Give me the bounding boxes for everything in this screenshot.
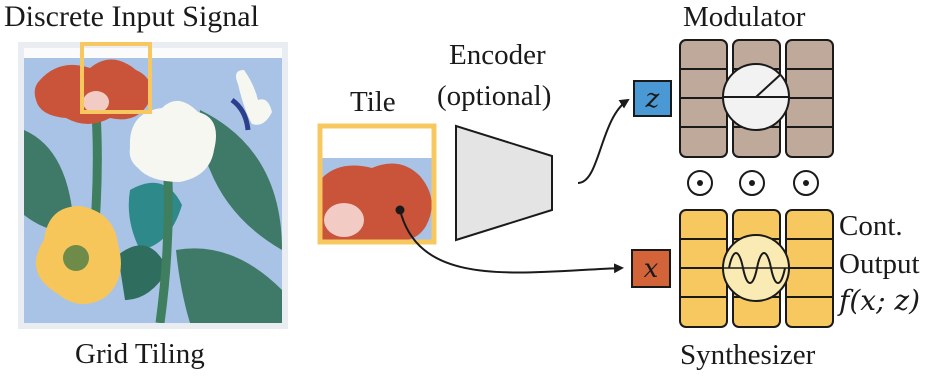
painting-yellow-flower-center [63, 245, 89, 271]
gauge-icon [722, 63, 790, 131]
input-painting [24, 58, 282, 323]
grid-tiling-label: Grid Tiling [75, 338, 205, 370]
coordinate-to-x-arrow [399, 209, 624, 274]
encoder-label: Encoder [449, 39, 546, 71]
coordinate-symbol: x [644, 254, 659, 284]
coordinate-x-box: x [631, 249, 671, 288]
painting-leaf [118, 245, 168, 300]
modulator-network [679, 39, 834, 158]
modulator-column [785, 39, 834, 158]
output-label-line1: Cont. [839, 210, 903, 242]
painting-stem [155, 179, 173, 323]
latent-z-box: z [633, 80, 672, 117]
hadamard-icon [793, 170, 819, 196]
painting-butterfly-body [230, 97, 251, 131]
synthesizer-network [679, 209, 834, 328]
hadamard-row [687, 170, 819, 196]
output-formula: f(x; z) [839, 284, 921, 317]
input-signal-label: Discrete Input Signal [4, 0, 259, 33]
encoder-to-z-arrow [577, 98, 630, 184]
encoder-optional-label: (optional) [437, 80, 552, 112]
tile-highlight-box [80, 42, 152, 114]
painting-butterfly [236, 70, 272, 125]
synthesizer-column [785, 209, 834, 328]
modulator-label: Modulator [683, 1, 806, 33]
tile-image [317, 123, 437, 245]
encoder-block [455, 124, 553, 242]
painting-leaf [199, 110, 282, 250]
synthesizer-label: Synthesizer [680, 339, 816, 371]
painting-leaf [24, 130, 74, 231]
hadamard-icon [687, 170, 713, 196]
latent-symbol: z [645, 84, 660, 114]
output-label-line2: Output [839, 248, 920, 280]
modulator-column [679, 39, 728, 158]
painting-flower-center [83, 91, 109, 113]
tile-label: Tile [350, 86, 396, 118]
synthesizer-column [679, 209, 728, 328]
painting-white-flower [129, 100, 216, 182]
sine-wave-icon [722, 234, 790, 302]
hadamard-icon [739, 170, 765, 196]
painting-leaf [176, 248, 282, 323]
